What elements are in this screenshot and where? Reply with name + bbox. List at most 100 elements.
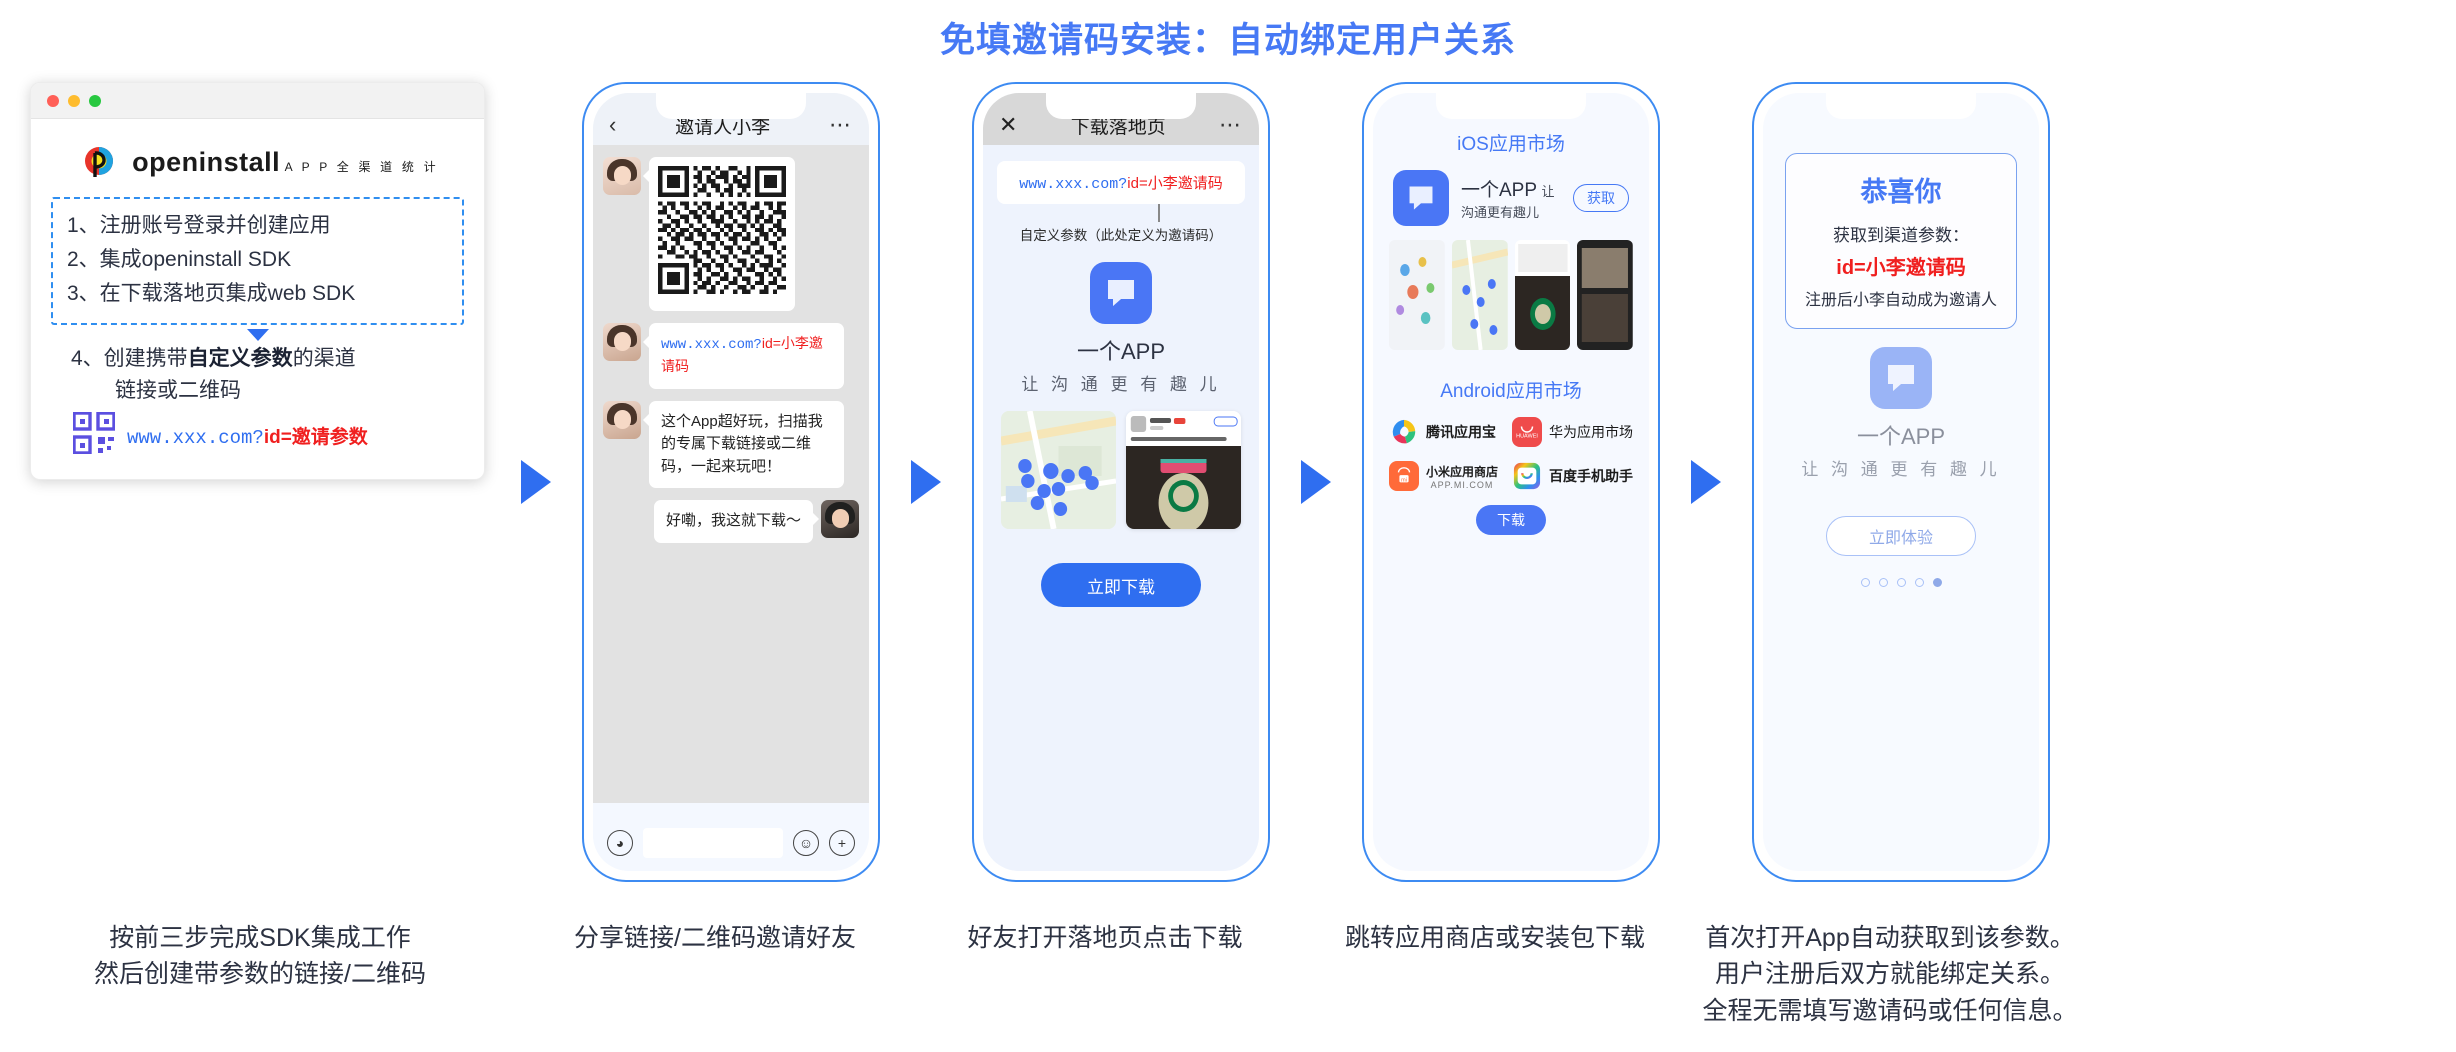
ios-app-row: 一个APP 让沟通更有趣儿 获取 <box>1389 170 1633 226</box>
phone-notch <box>1826 93 1976 119</box>
chat-message-list: www.xxx.com?id=小李邀请码 这个App超好玩，扫描我的专属下载链接… <box>593 145 869 803</box>
chat-bubble-qr[interactable] <box>643 157 795 311</box>
store-item-huawei[interactable]: HUAWEI 华为应用市场 <box>1512 417 1633 447</box>
baidu-assistant-icon <box>1512 461 1542 491</box>
ios-screenshot-2 <box>1451 240 1508 350</box>
more-dots-icon[interactable]: ⋯ <box>829 112 853 137</box>
congrats-line-1: 获取到渠道参数： <box>1833 226 1969 245</box>
store-item-baidu[interactable]: 百度手机助手 <box>1512 461 1633 491</box>
chat-link[interactable]: www.xxx.com?id=小李邀请码 <box>661 335 823 376</box>
phone-screen-stores: iOS应用市场 一个APP 让沟通更有趣儿 获取 <box>1373 93 1649 871</box>
android-download-button[interactable]: 下载 <box>1476 505 1546 535</box>
phone-frame-landing: ✕ 下载落地页 ⋯ www.xxx.com?id=小李邀请码 自定义参数（此处定… <box>972 82 1270 882</box>
close-traffic-light-icon[interactable] <box>47 94 59 107</box>
try-now-button[interactable]: 立即体验 <box>1826 516 1976 556</box>
desktop-window: openinstall A P P 全 渠 道 统 计 1、注册账号登录并创建应… <box>30 82 485 481</box>
qr-code-image <box>658 166 786 294</box>
screenshot-post <box>1126 411 1241 529</box>
chat-message-qr <box>603 157 859 311</box>
sdk-step-1: 1、注册账号登录并创建应用 <box>67 214 331 237</box>
brand-text: openinstall A P P 全 渠 道 统 计 <box>132 146 439 177</box>
congrats-param: id=小李邀请码 <box>1836 257 1966 279</box>
plus-icon[interactable]: + <box>829 830 855 856</box>
window-body: openinstall A P P 全 渠 道 统 计 1、注册账号登录并创建应… <box>31 119 484 479</box>
app-slogan: 让 沟 通 更 有 趣 儿 <box>1021 375 1221 394</box>
chat-input[interactable] <box>643 828 783 858</box>
sdk-step-4: 4、创建携带自定义参数的渠道 链接或二维码 <box>45 343 470 406</box>
store-item-tencent[interactable]: 腾讯应用宝 <box>1389 417 1506 447</box>
arrow-right-icon <box>521 460 551 504</box>
svg-text:HUAWEI: HUAWEI <box>1516 434 1538 440</box>
maximize-traffic-light-icon[interactable] <box>89 94 101 107</box>
landing-title: 下载落地页 <box>1070 116 1166 138</box>
ios-app-text: 一个APP 让沟通更有趣儿 <box>1461 175 1561 222</box>
huawei-appgallery-icon: HUAWEI <box>1512 417 1542 447</box>
store-label: 华为应用市场 <box>1549 424 1633 440</box>
emoji-icon[interactable]: ☺ <box>793 830 819 856</box>
ios-store-title: iOS应用市场 <box>1457 134 1565 155</box>
chevron-left-icon[interactable]: ‹ <box>609 112 617 137</box>
arrow-3 <box>1270 82 1362 882</box>
brand-subtitle: A P P 全 渠 道 统 计 <box>284 159 439 174</box>
page-dot[interactable] <box>1914 578 1924 587</box>
phone-screen-landing: ✕ 下载落地页 ⋯ www.xxx.com?id=小李邀请码 自定义参数（此处定… <box>983 93 1259 871</box>
store-label: 腾讯应用宝 <box>1426 424 1496 440</box>
ios-screenshot-1 <box>1389 240 1445 350</box>
arrow-1 <box>490 82 582 882</box>
app-icon <box>1870 347 1932 409</box>
arrow-right-icon <box>911 460 941 504</box>
xiaomi-store-icon: mi <box>1389 461 1419 491</box>
chat-link-base: www.xxx.com? <box>661 336 762 353</box>
minimize-traffic-light-icon[interactable] <box>68 94 80 107</box>
chat-bubble-reply: 好嘞，我这就下载～ <box>653 500 820 543</box>
openinstall-brand: openinstall A P P 全 渠 道 统 计 <box>45 139 470 185</box>
get-button[interactable]: 获取 <box>1573 184 1629 212</box>
voice-icon[interactable]: ◕ <box>607 830 633 856</box>
caption-step-2: 分享链接/二维码邀请好友 <box>574 924 856 952</box>
captions-row: 按前三步完成SDK集成工作 然后创建带参数的链接/二维码 分享链接/二维码邀请好… <box>0 920 2456 1029</box>
step4-prefix: 4、创建携带 <box>71 347 188 371</box>
page-dot[interactable] <box>1896 578 1906 587</box>
caption-step-4: 跳转应用商店或安装包下载 <box>1344 924 1645 952</box>
landing-url-card[interactable]: www.xxx.com?id=小李邀请码 <box>997 161 1245 204</box>
phone-frame-stores: iOS应用市场 一个APP 让沟通更有趣儿 获取 <box>1362 82 1660 882</box>
url-base: www.xxx.com? <box>127 427 264 450</box>
caption-step-5: 首次打开App自动获取到该参数。 用户注册后双方就能绑定关系。 全程无需填写邀请… <box>1702 924 2078 1025</box>
flow-row: openinstall A P P 全 渠 道 统 计 1、注册账号登录并创建应… <box>0 82 2456 972</box>
android-store-title: Android应用市场 <box>1440 381 1582 402</box>
qr-link-row: www.xxx.com?id=邀请参数 <box>45 406 470 463</box>
download-button[interactable]: 立即下载 <box>1041 563 1201 607</box>
caption-step-3: 好友打开落地页点击下载 <box>967 924 1243 952</box>
page-dot[interactable] <box>1860 578 1870 587</box>
avatar <box>603 322 641 361</box>
ios-screenshots <box>1389 240 1633 350</box>
ios-app-sub: 让沟通更有趣儿 <box>1461 183 1555 220</box>
congrats-body: 恭喜你 获取到渠道参数： id=小李邀请码 注册后小李自动成为邀请人 一个APP… <box>1763 93 2039 871</box>
app-icon <box>1393 170 1449 226</box>
app-name: 一个APP <box>1076 339 1166 364</box>
ios-app-name: 一个APP <box>1461 179 1538 201</box>
phone-screen-chat: ‹ 邀请人小李 ⋯ <box>593 93 869 871</box>
chat-bubble-link[interactable]: www.xxx.com?id=小李邀请码 <box>643 322 844 389</box>
step4-bold: 自定义参数 <box>187 347 293 371</box>
channel-url: www.xxx.com?id=邀请参数 <box>127 422 368 449</box>
phone-notch <box>656 93 806 119</box>
close-icon[interactable]: ✕ <box>999 112 1018 137</box>
annotation-tick <box>1158 204 1160 222</box>
window-titlebar <box>31 83 484 119</box>
chat-title: 邀请人小李 <box>675 116 771 138</box>
more-dots-icon[interactable]: ⋯ <box>1218 112 1243 137</box>
store-label: 百度手机助手 <box>1549 468 1633 484</box>
brand-name: openinstall <box>132 146 281 177</box>
page-dot-active[interactable] <box>1932 578 1942 587</box>
sdk-steps-list: 1、注册账号登录并创建应用 2、集成openinstall SDK 3、在下载落… <box>51 197 464 326</box>
sdk-step-2: 2、集成openinstall SDK <box>67 248 292 272</box>
avatar <box>603 157 641 195</box>
ios-screenshot-4 <box>1577 240 1633 350</box>
phone-frame-congrats: 恭喜你 获取到渠道参数： id=小李邀请码 注册后小李自动成为邀请人 一个APP… <box>1752 82 2050 882</box>
avatar <box>821 500 859 538</box>
arrow-2 <box>880 82 972 882</box>
page-dot[interactable] <box>1878 578 1888 587</box>
